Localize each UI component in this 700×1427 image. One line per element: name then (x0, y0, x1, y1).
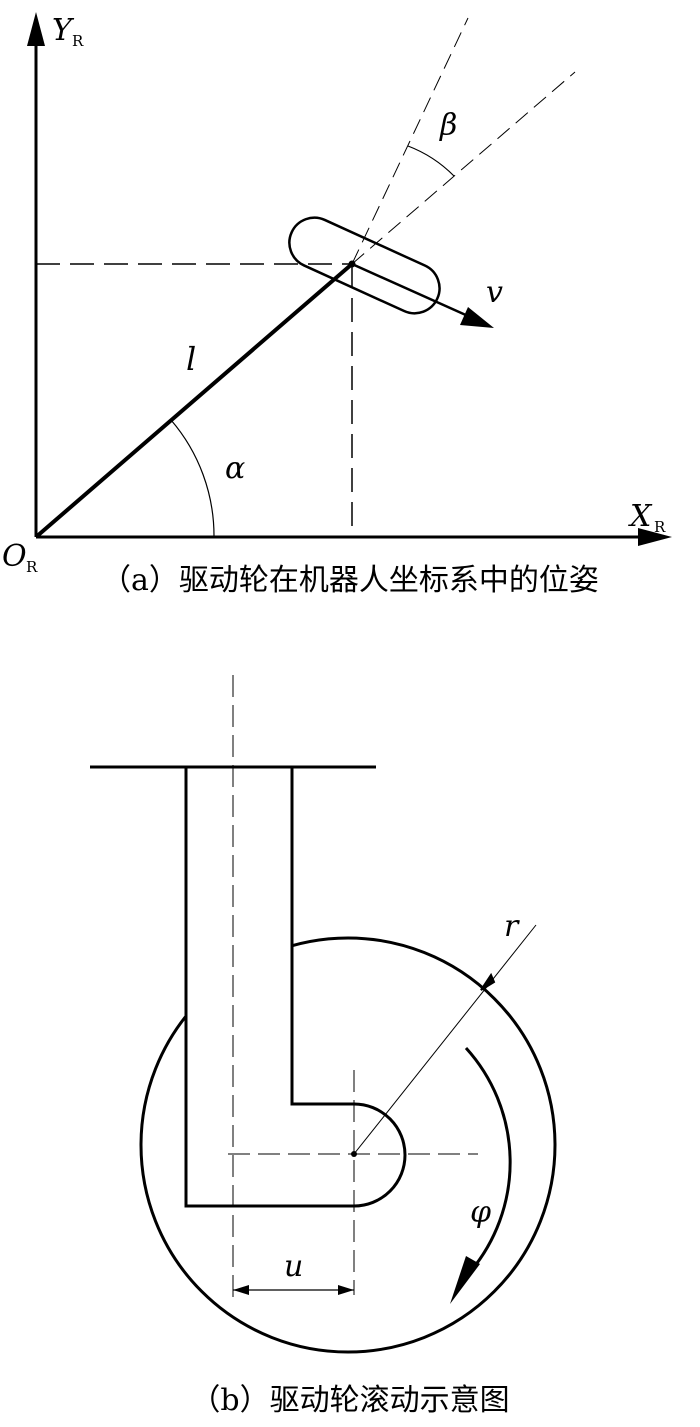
offset-u-label: u (284, 1249, 303, 1284)
angle-beta-label: β (439, 108, 457, 143)
length-l-label: l (186, 340, 196, 378)
velocity-arrowhead (460, 307, 494, 328)
dimension-u-arrow-right (338, 1285, 354, 1295)
origin-label-sub: R (26, 558, 38, 576)
y-axis-label: Y (52, 13, 75, 48)
radius-r-label: r (504, 909, 520, 944)
fork-bracket-shape (184, 765, 407, 1208)
caption-a: （a）驱动轮在机器人坐标系中的位姿 (101, 563, 599, 598)
arm-extension-dashed (351, 71, 576, 265)
wheel-axis-dashed (351, 17, 469, 265)
y-axis-arrowhead (27, 12, 45, 46)
velocity-v-label: v (486, 275, 503, 310)
radius-r-line (353, 924, 537, 1155)
rotation-phi-label: φ (470, 1195, 491, 1230)
radius-r-arrowhead (480, 972, 496, 991)
dimension-u-arrow-left (233, 1285, 249, 1295)
rotation-phi-arrowhead (450, 1256, 480, 1304)
angle-beta-arc (407, 145, 455, 177)
arm-l-line (34, 262, 354, 539)
y-axis-label-sub: R (72, 32, 84, 50)
x-axis-label-sub: R (654, 518, 666, 536)
diagram-a: Y R X R O R l α β v （a）驱动轮在机器人坐标系中的位姿 (2, 12, 672, 598)
drive-wheel-shape (288, 216, 441, 315)
x-axis-arrowhead (638, 528, 672, 546)
angle-alpha-arc (170, 419, 215, 538)
angle-alpha-label: α (225, 451, 245, 486)
caption-b: （b）驱动轮滚动示意图 (190, 1383, 509, 1418)
velocity-arrow (351, 262, 469, 318)
rotation-phi-arc (464, 1046, 512, 1273)
diagram-b: r φ u （b）驱动轮滚动示意图 (90, 675, 557, 1418)
x-axis-label: X (628, 499, 653, 534)
origin-label: O (2, 539, 27, 574)
